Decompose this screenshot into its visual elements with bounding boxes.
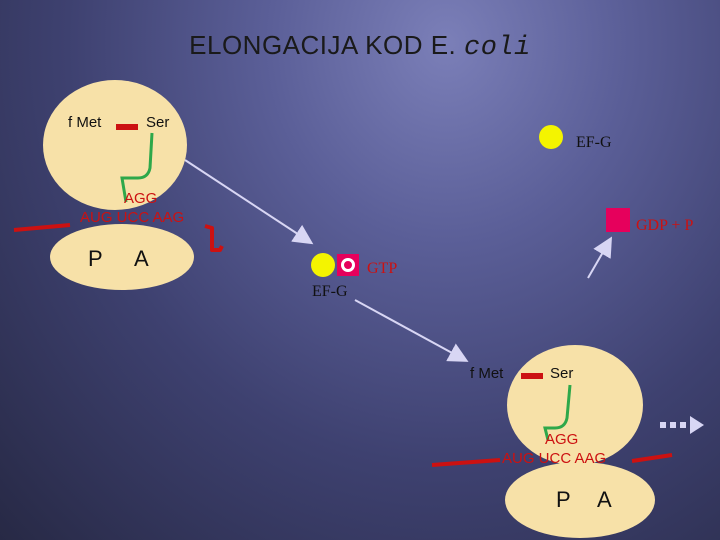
title-species: coli	[464, 33, 531, 63]
continue-arrow	[660, 416, 704, 434]
top-site-a: A	[134, 246, 149, 271]
ribosome-top-large-subunit	[43, 80, 187, 210]
arrow-top-to-efg	[184, 159, 314, 245]
top-ser-label: Ser	[146, 114, 170, 131]
top-fmet-label: f Met	[68, 114, 102, 131]
gtp-square	[337, 254, 359, 276]
bottom-mrna-codons: AUG UCC AAG	[502, 450, 607, 467]
arrow-efg-to-bottom	[354, 299, 469, 362]
ribosome-top-small-subunit	[50, 224, 194, 290]
peptide-bond-bottom	[521, 373, 543, 379]
trna-top	[120, 132, 154, 203]
bottom-fmet-label: f Met	[470, 365, 504, 382]
title-main: ELONGACIJA KOD E.	[189, 30, 457, 60]
gdp-square	[606, 208, 630, 232]
peptide-bond-top	[116, 124, 138, 130]
gtp-label: GTP	[367, 260, 398, 277]
mrna-top	[13, 223, 71, 232]
mrna-bottom-left	[431, 458, 501, 467]
gtp-ring	[341, 258, 355, 272]
ribosome-top	[43, 80, 194, 290]
arrow-bottom-to-gdp	[587, 236, 613, 279]
top-site-p: P	[88, 246, 103, 271]
top-anticodon-label: AGG	[124, 190, 158, 207]
efg-mid-circle	[311, 253, 335, 277]
bottom-anticodon-label: AGG	[545, 431, 579, 448]
gdp-label: GDP + P	[636, 217, 694, 234]
bottom-ser-label: Ser	[550, 365, 574, 382]
ribosome-bottom-small-subunit	[505, 462, 655, 538]
mrna-top-tail	[204, 224, 224, 252]
bottom-site-a: A	[597, 487, 612, 512]
trna-bottom	[543, 384, 572, 441]
slide-title: ELONGACIJA KOD E. coli	[0, 30, 720, 63]
mrna-bottom-right	[631, 453, 673, 463]
efg-top-circle	[539, 125, 563, 149]
efg-mid-label: EF-G	[312, 283, 348, 300]
bottom-site-p: P	[556, 487, 571, 512]
efg-top-label: EF-G	[576, 134, 612, 151]
top-mrna-codons: AUG UCC AAG	[80, 209, 185, 226]
